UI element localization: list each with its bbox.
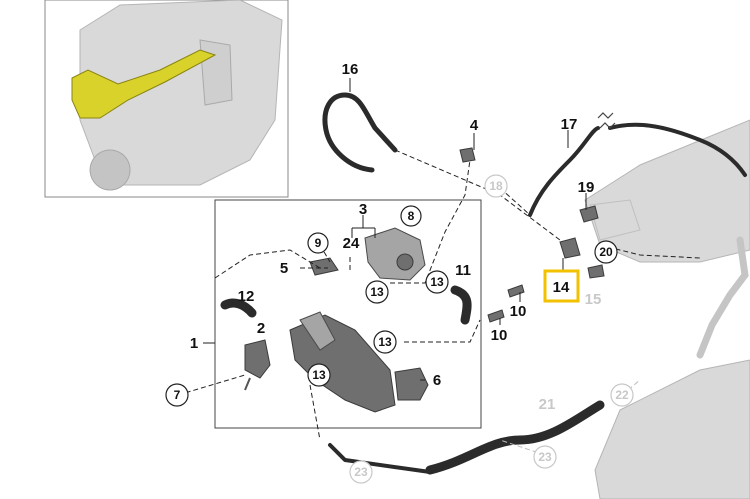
leader-lines <box>177 78 701 456</box>
hose-12 <box>220 298 257 318</box>
svg-text:7: 7 <box>174 388 181 402</box>
highlight-box-14 <box>543 269 580 303</box>
egr-module-frame <box>214 199 482 429</box>
plugs-10 <box>487 284 525 323</box>
svg-text:8: 8 <box>408 209 415 223</box>
hose-17 <box>528 126 600 217</box>
svg-text:22: 22 <box>615 388 629 402</box>
hose-17-right <box>608 122 747 177</box>
label-15: 15 <box>585 291 602 308</box>
label-10-lower: 10 <box>491 327 508 344</box>
svg-text:18: 18 <box>489 179 503 193</box>
label-24: 24 <box>343 235 360 252</box>
connector-15 <box>587 264 605 279</box>
sensor-14 <box>559 237 581 259</box>
hose-11 <box>450 285 472 325</box>
circled-label-8: 8 <box>400 205 422 227</box>
circled-label-7: 7 <box>165 383 189 407</box>
circled-label-13-bottom: 13 <box>307 363 331 387</box>
svg-text:23: 23 <box>538 450 552 464</box>
egr-cooler-assembly <box>289 311 429 413</box>
label-11: 11 <box>455 262 471 279</box>
inset-engine-block <box>79 0 283 186</box>
egr-actuator-2 <box>244 339 271 391</box>
svg-text:13: 13 <box>312 368 326 382</box>
pipe-23 <box>328 443 432 474</box>
hose-clamp-4 <box>459 147 476 163</box>
circled-label-20: 20 <box>594 240 618 264</box>
circled-label-22: 22 <box>610 383 634 407</box>
engine-overview-inset <box>44 0 289 198</box>
hose-16 <box>322 92 398 173</box>
circled-label-13-middle: 13 <box>373 330 397 354</box>
circled-label-18: 18 <box>484 174 508 198</box>
svg-text:13: 13 <box>378 335 392 349</box>
svg-text:20: 20 <box>599 245 613 259</box>
circled-label-23-left: 23 <box>349 460 373 484</box>
inset-pulley <box>89 149 131 191</box>
svg-text:13: 13 <box>430 275 444 289</box>
label-19: 19 <box>578 179 595 196</box>
label-12: 12 <box>238 288 255 305</box>
pipe-21 <box>425 400 605 475</box>
label-4: 4 <box>470 117 479 134</box>
label-6: 6 <box>433 372 441 389</box>
hose-break-mark <box>597 112 616 129</box>
egr-valve-8 <box>364 227 426 281</box>
label-14[interactable]: 14 <box>553 279 570 296</box>
label-1: 1 <box>190 335 198 352</box>
label-3: 3 <box>359 201 367 218</box>
circled-label-9: 9 <box>307 232 329 254</box>
label-17: 17 <box>561 116 578 133</box>
circled-label-13-top-left: 13 <box>365 280 389 304</box>
svg-text:9: 9 <box>315 236 322 250</box>
label-5: 5 <box>280 260 288 277</box>
circled-label-23-right: 23 <box>533 445 557 469</box>
svg-text:13: 13 <box>370 285 384 299</box>
svg-text:23: 23 <box>354 465 368 479</box>
label-16: 16 <box>342 61 359 78</box>
circled-label-13-top-right: 13 <box>425 270 449 294</box>
label-21: 21 <box>539 396 556 413</box>
inset-highlighted-egr <box>71 49 217 119</box>
label-10-upper: 10 <box>510 303 527 320</box>
clip-19 <box>579 205 599 223</box>
bracket-5 <box>309 257 339 276</box>
inset-filter <box>199 39 233 106</box>
intake-manifold-background <box>584 119 750 499</box>
label-2: 2 <box>257 320 265 337</box>
